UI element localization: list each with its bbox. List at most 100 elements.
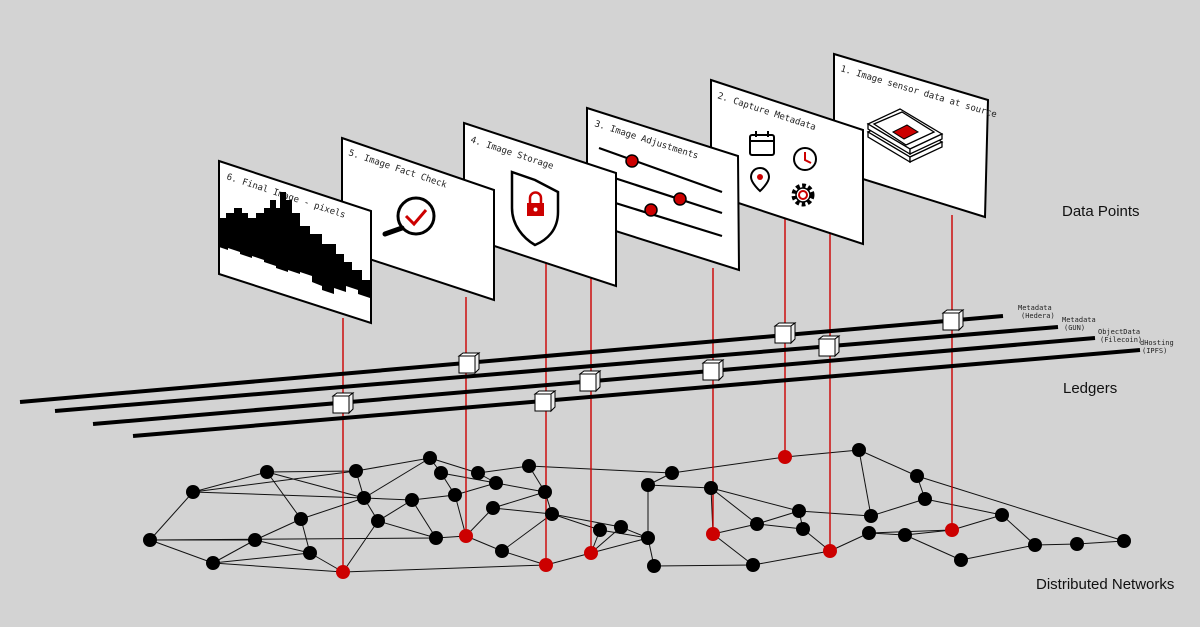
ledger-block-side <box>550 390 556 413</box>
ledger-block-side <box>348 392 354 415</box>
ledger-blocks <box>331 309 965 415</box>
network-node <box>750 517 764 531</box>
network-edge <box>829 532 870 552</box>
ledger-line-gun <box>54 325 1059 413</box>
ledger-block-side <box>790 322 796 345</box>
ledger-block-front <box>332 395 350 414</box>
network-edge <box>904 529 953 536</box>
ledger-block <box>533 390 557 413</box>
network-edge <box>599 529 649 539</box>
network-edge <box>212 539 256 564</box>
calendar-icon <box>749 131 775 156</box>
network-edge <box>192 491 365 499</box>
network-edge <box>192 471 268 493</box>
network-edge <box>501 550 547 566</box>
network-node <box>206 556 220 570</box>
location-pin-icon <box>749 166 771 193</box>
magnifier-check-icon <box>382 196 436 237</box>
network-edge <box>870 498 926 517</box>
network-node <box>371 514 385 528</box>
network-edge <box>924 498 1003 516</box>
network-node <box>260 465 274 479</box>
pixel-skyline-icon <box>219 192 370 298</box>
network-edge <box>712 523 758 535</box>
network-edge <box>1001 514 1036 546</box>
network-edge <box>342 564 547 573</box>
network-node <box>349 464 363 478</box>
network-node <box>489 476 503 490</box>
ledger-block <box>701 359 725 382</box>
network-edge <box>477 465 530 474</box>
network-edge <box>551 513 601 531</box>
network-edge <box>752 550 831 566</box>
camera-sensor-icon <box>866 108 944 164</box>
network-node <box>248 533 262 547</box>
network-node <box>143 533 157 547</box>
network-edge <box>342 520 379 573</box>
ledger-block <box>773 322 797 345</box>
network-edge <box>254 539 311 554</box>
network-node <box>405 493 419 507</box>
network-edge <box>756 510 800 525</box>
ledger-label-hedera-1: Metadata <box>1018 304 1052 312</box>
network-node <box>545 507 559 521</box>
network-node-linked <box>778 450 792 464</box>
network-node <box>665 466 679 480</box>
network-node <box>593 523 607 537</box>
network-edge <box>495 482 546 493</box>
ledger-block-front <box>458 355 476 374</box>
ledger-labels: Metadata (Hedera) Metadata (GUN) ObjectD… <box>1018 304 1174 355</box>
network-edge <box>528 465 673 474</box>
ledger-block-side <box>718 359 724 382</box>
network-node <box>294 512 308 526</box>
network-edge <box>858 449 872 517</box>
panel-2-metadata: 2. Capture Metadata <box>710 78 864 246</box>
ledger-line-hedera <box>19 314 1004 404</box>
network-edge <box>756 523 804 530</box>
network-edge <box>440 472 497 484</box>
panel-4-storage: 4. Image Storage <box>463 121 617 288</box>
network-node <box>357 491 371 505</box>
network-edge <box>363 497 413 501</box>
ledger-block-front <box>818 338 836 357</box>
network-edge <box>266 470 357 473</box>
clock-icon <box>793 147 817 171</box>
ledger-label-gun-2: (GUN) <box>1064 324 1085 332</box>
network-node-linked <box>706 527 720 541</box>
network-edge <box>149 539 214 564</box>
network-edge <box>363 457 431 499</box>
network-edge <box>784 449 860 458</box>
ledger-label-gun-1: Metadata <box>1062 316 1096 324</box>
network-node <box>522 459 536 473</box>
network-edge <box>551 513 622 528</box>
network-node <box>1070 537 1084 551</box>
network-edge <box>355 457 431 472</box>
network-node <box>434 466 448 480</box>
network-edge <box>212 562 344 573</box>
slider-knob-1 <box>625 154 639 168</box>
network-edge <box>590 537 649 554</box>
network-edge <box>254 518 302 541</box>
network-edge <box>501 513 553 552</box>
network-edge <box>411 494 456 501</box>
network-edge <box>454 482 497 496</box>
ledger-block-side <box>834 335 840 358</box>
network-edge <box>149 537 437 541</box>
panel-3-adjustments: 3. Image Adjustments <box>586 106 741 272</box>
network-edge <box>798 510 872 517</box>
network-edge <box>904 534 962 561</box>
ledger-label-hedera-2: (Hedera) <box>1021 312 1055 320</box>
network-node-linked <box>823 544 837 558</box>
network-edge <box>712 533 754 566</box>
network-edge <box>492 507 553 515</box>
network-node <box>647 559 661 573</box>
network-edge <box>1076 540 1125 545</box>
network-edge <box>192 470 357 493</box>
network-node <box>792 504 806 518</box>
network-node-linked <box>584 546 598 560</box>
ledger-line-ipfs <box>132 348 1141 438</box>
network-node <box>471 466 485 480</box>
network-edge <box>960 544 1036 561</box>
network-node <box>614 520 628 534</box>
